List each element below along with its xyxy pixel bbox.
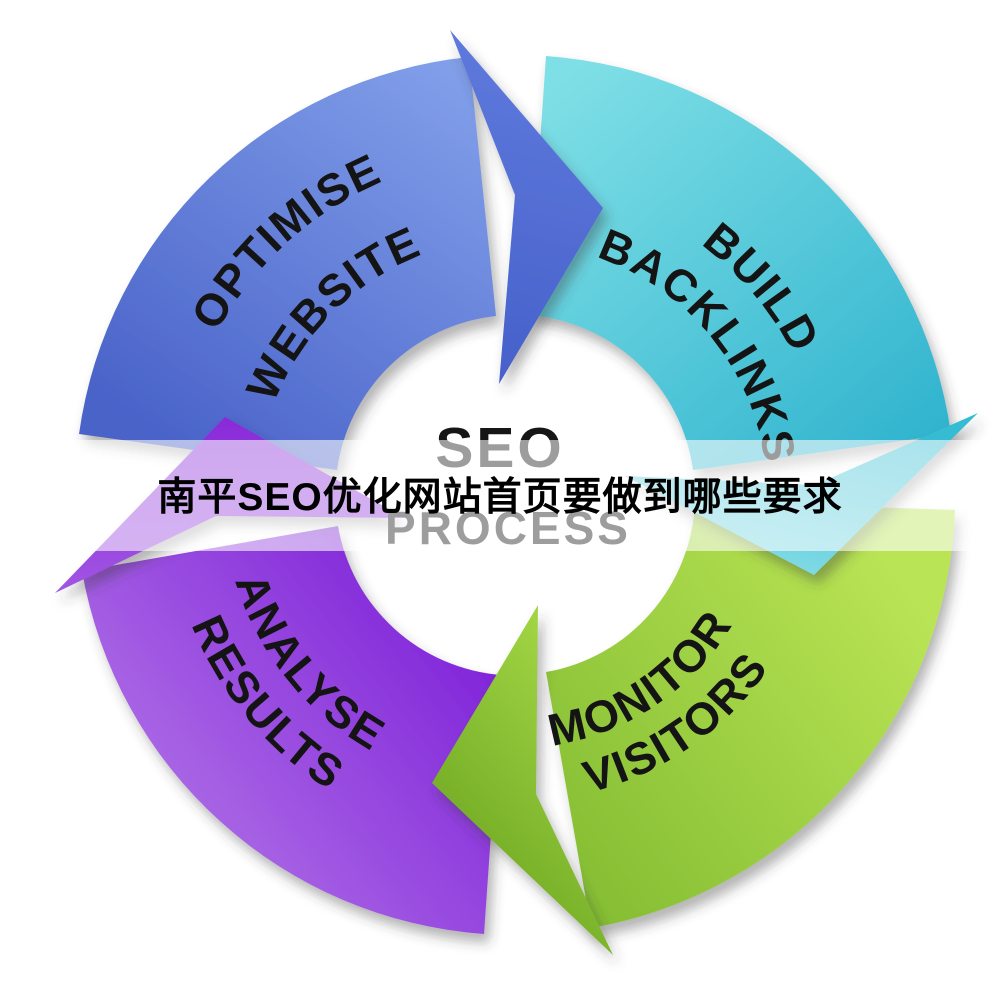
arrow-monitor-visitors-band	[546, 501, 955, 928]
arrow-monitor-visitors-head	[432, 605, 613, 955]
headline-banner-text: 南平SEO优化网站首页要做到哪些要求	[157, 476, 842, 519]
arrow-build-backlinks-band	[528, 56, 951, 470]
headline-banner-overlay	[0, 440, 1000, 551]
arrow-optimise-website-band	[79, 57, 496, 470]
arrow-optimise-website-head	[450, 30, 603, 384]
arrow-analyse-results-band	[82, 526, 502, 934]
